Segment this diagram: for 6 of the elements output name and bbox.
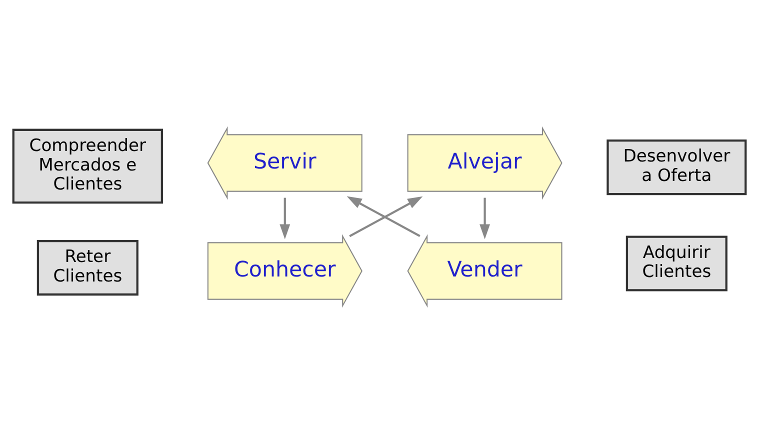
node-box: Reter Clientes bbox=[36, 239, 138, 296]
node-box: Desenvolver a Oferta bbox=[606, 139, 747, 195]
node-box: Adquirir Clientes bbox=[626, 235, 728, 291]
arrow bbox=[480, 197, 490, 239]
node-box: Compreender Mercados e Clientes bbox=[12, 128, 164, 204]
arrow bbox=[280, 197, 290, 239]
